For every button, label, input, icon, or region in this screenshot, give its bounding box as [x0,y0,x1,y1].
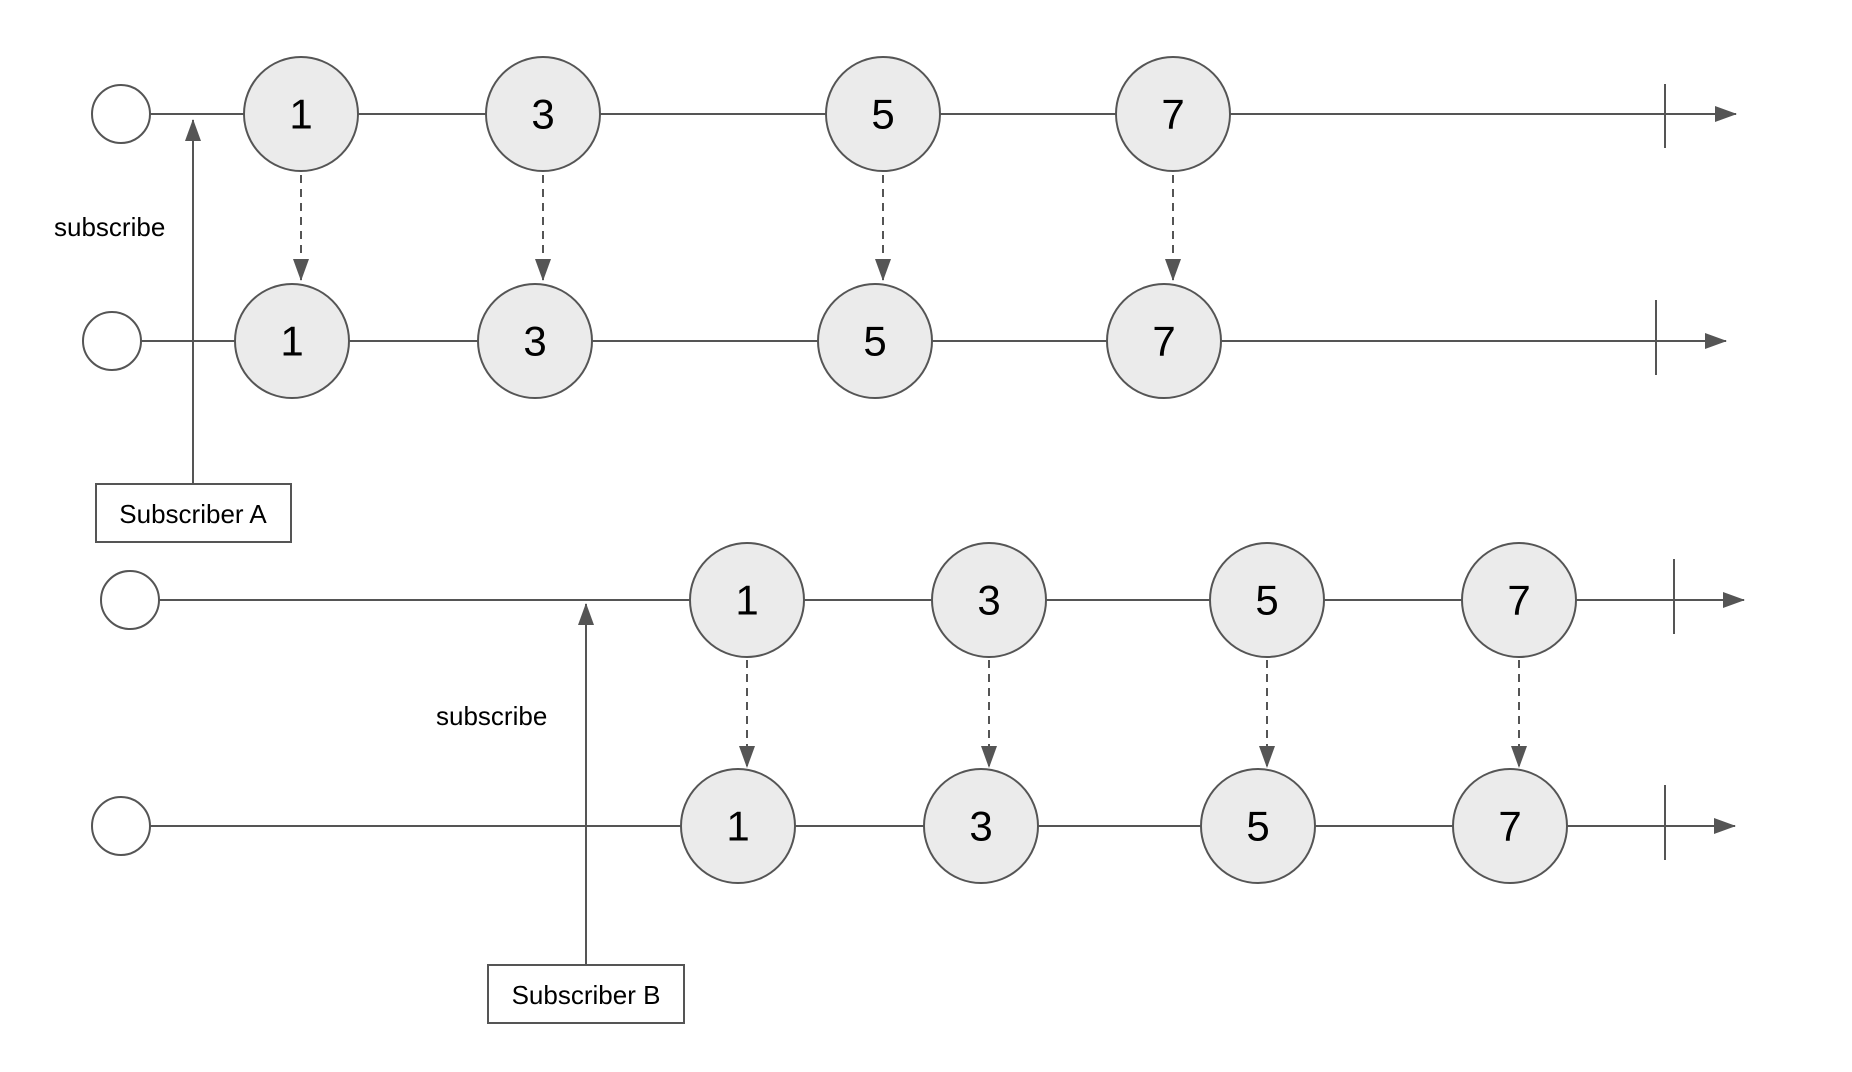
stream-a-source-event: 1 [243,56,359,172]
subscriber-b: subscribe Subscriber B [436,603,685,1024]
stream-a-subscriber-event: 3 [477,283,593,399]
event-value: 3 [969,803,992,850]
event-value: 1 [735,577,758,624]
event-value: 5 [871,91,894,138]
event-value: 7 [1507,577,1530,624]
event-value: 7 [1161,91,1184,138]
stream-a-source-event: 3 [485,56,601,172]
stream-b-subscriber-event: 1 [680,768,796,884]
subscriber-a-label: Subscriber A [119,499,267,529]
stream-b-source-event: 7 [1461,542,1577,658]
stream-b-subscriber-event: 7 [1452,768,1568,884]
event-value: 5 [1246,803,1269,850]
stream-b-subscriber-start-node [91,796,151,856]
subscriber-a-box [95,483,292,543]
event-value: 5 [1255,577,1278,624]
stream-a-subscriber-event: 1 [234,283,350,399]
stream-a-source-timeline: 1 3 5 7 [91,56,1737,172]
event-value: 1 [280,318,303,365]
stream-a-source-event: 7 [1115,56,1231,172]
event-value: 5 [863,318,886,365]
stream-b-subscriber-timeline: 1 3 5 7 [91,768,1736,884]
subscriber-b-label: Subscriber B [512,980,661,1010]
subscriber-b-box [487,964,685,1024]
subscriber-b-subscribe-label: subscribe [436,701,547,731]
event-value: 3 [977,577,1000,624]
stream-a-subscriber-event: 7 [1106,283,1222,399]
subscriber-a: subscribe Subscriber A [54,119,292,543]
event-value: 1 [726,803,749,850]
stream-b-subscriber-event: 3 [923,768,1039,884]
event-value: 3 [523,318,546,365]
stream-a-emission-arrows [293,175,1181,281]
stream-a-source-event: 5 [825,56,941,172]
stream-a-subscriber-start-node [82,311,142,371]
stream-b-subscriber-event: 5 [1200,768,1316,884]
event-value: 7 [1498,803,1521,850]
stream-a-subscriber-event: 5 [817,283,933,399]
stream-a-source-start-node [91,84,151,144]
event-value: 3 [531,91,554,138]
stream-b-source-timeline: 1 3 5 7 [100,542,1745,658]
stream-b-source-event: 5 [1209,542,1325,658]
stream-b-source-event: 1 [689,542,805,658]
stream-b-source-start-node [100,570,160,630]
stream-a-subscriber-timeline: 1 3 5 7 [82,283,1727,399]
event-value: 1 [289,91,312,138]
stream-b-source-event: 3 [931,542,1047,658]
stream-b-emission-arrows [739,660,1527,768]
event-value: 7 [1152,318,1175,365]
subscriber-a-subscribe-label: subscribe [54,212,165,242]
